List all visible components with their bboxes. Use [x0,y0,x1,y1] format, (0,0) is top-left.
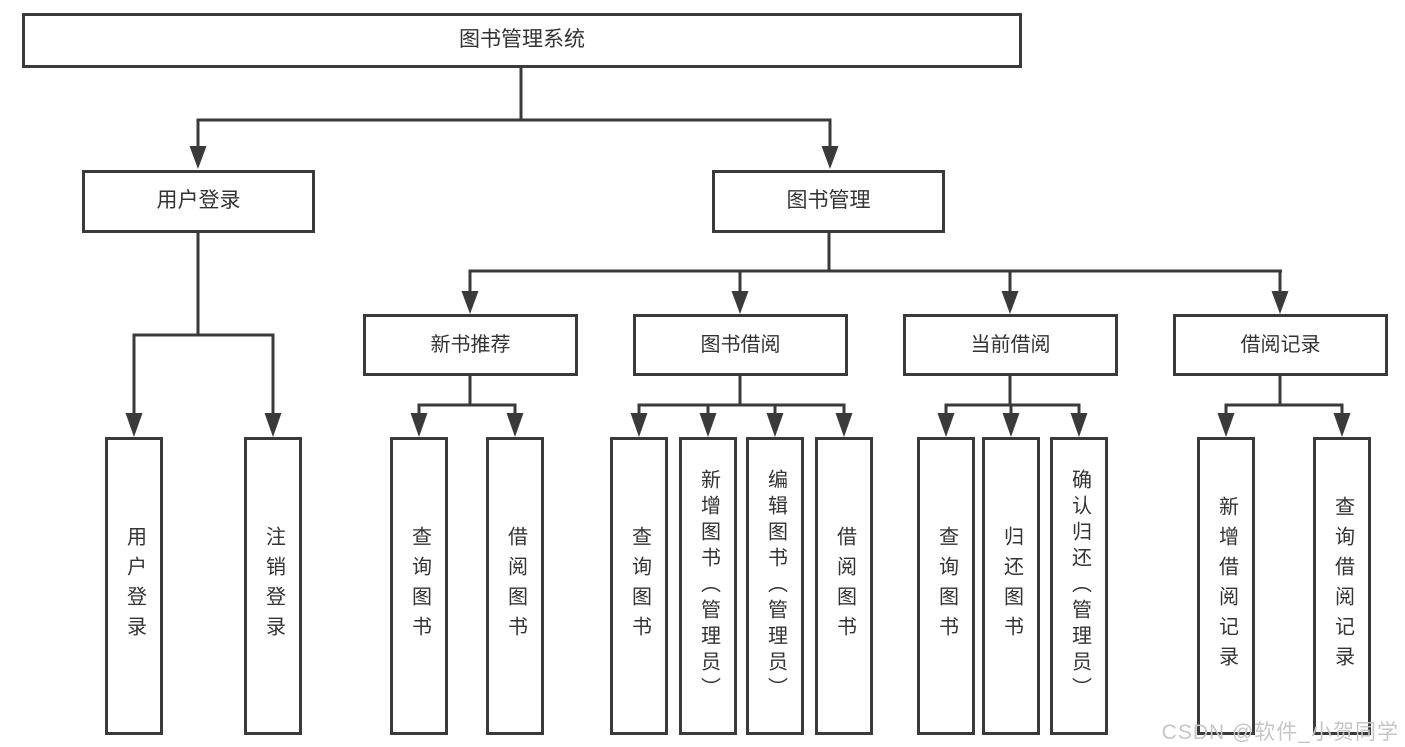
arrowhead-icon [264,413,282,437]
arrowhead-icon [461,291,479,314]
connector-current-borrow-to-leaves [937,376,1088,437]
leaf-current-confirm-return-admin: 确认归还（管理员） [1050,437,1108,735]
arrowhead-icon [821,146,839,169]
leaf-logout: 注销登录 [244,437,302,735]
arrowhead-icon [189,146,207,169]
leaf-borrow-borrow-books: 借阅图书 [815,437,873,735]
node-user-login-branch: 用户登录 [82,170,315,233]
connector-user-login-to-leaves [125,233,282,437]
arrowhead-icon [1070,413,1088,437]
arrowhead-icon [1333,413,1351,437]
connector-book-management-to-modules [461,233,1289,314]
arrowhead-icon [699,413,717,437]
leaf-borrow-edit-books-admin: 编辑图书（管理员） [746,437,804,735]
leaf-borrow-add-books-admin: 新增图书（管理员） [679,437,737,735]
arrowhead-icon [731,291,749,314]
connector-root-to-level2 [189,68,839,169]
leaf-recommend-borrow-books: 借阅图书 [486,437,544,735]
arrowhead-icon [1001,291,1019,314]
arrowhead-icon [766,413,784,437]
node-borrow-records: 借阅记录 [1173,314,1388,376]
arrowhead-icon [1217,413,1235,437]
node-book-borrow: 图书借阅 [633,314,848,376]
node-root-system: 图书管理系统 [22,13,1022,68]
arrowhead-icon [835,413,853,437]
node-current-borrow: 当前借阅 [903,314,1118,376]
arrowhead-icon [410,413,428,437]
node-book-management-branch: 图书管理 [712,170,945,233]
node-new-book-recommend: 新书推荐 [363,314,578,376]
leaf-records-add-record: 新增借阅记录 [1197,437,1255,735]
arrowhead-icon [1002,413,1020,437]
watermark-text: CSDN @软件_小贺同学 [1161,721,1399,744]
leaf-records-query-record: 查询借阅记录 [1313,437,1371,735]
arrowhead-icon [506,413,524,437]
arrowhead-icon [630,413,648,437]
arrowhead-icon [1271,291,1289,314]
leaf-user-login: 用户登录 [105,437,163,735]
arrowhead-icon [937,413,955,437]
leaf-borrow-query-books: 查询图书 [610,437,668,735]
connector-new-book-recommend-to-leaves [410,376,524,437]
connector-borrow-records-to-leaves [1217,376,1351,437]
leaf-recommend-query-books: 查询图书 [390,437,448,735]
leaf-current-return-books: 归还图书 [982,437,1040,735]
arrowhead-icon [125,413,143,437]
connector-book-borrow-to-leaves [630,376,853,437]
leaf-current-query-books: 查询图书 [917,437,975,735]
